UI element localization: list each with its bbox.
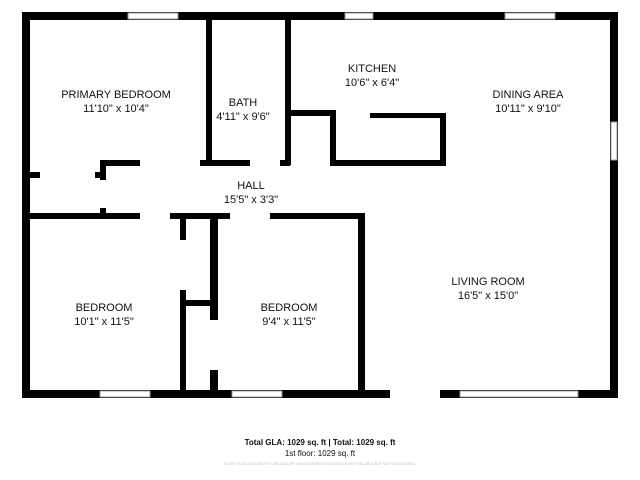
door-openings: [40, 159, 440, 399]
room-hall: HALL 15'5" x 3'3": [224, 179, 278, 207]
room-size: 9'4" x 11'5": [262, 316, 316, 328]
walls: [22, 12, 618, 398]
disclaimer: FLOOR PLAN CREATED BY CUBICASA APP. MEAS…: [223, 462, 417, 466]
room-living-room: LIVING ROOM 16'5" x 15'0": [451, 275, 524, 303]
room-size: 10'6" x 6'4": [344, 77, 400, 89]
room-bath: BATH 4'11" x 9'6": [216, 96, 269, 124]
room-name: BEDROOM: [75, 302, 133, 314]
room-size: 10'1" x 11'5": [74, 316, 134, 328]
room-size: 10'11" x 9'10": [495, 103, 561, 115]
room-dining-area: DINING AREA 10'11" x 9'10": [493, 88, 564, 116]
total-area: Total GLA: 1029 sq. ft | Total: 1029 sq.…: [244, 438, 396, 447]
room-size: 16'5" x 15'0": [457, 290, 519, 302]
room-kitchen: KITCHEN 10'6" x 6'4": [345, 62, 399, 90]
room-name: DINING AREA: [492, 89, 564, 101]
room-primary-bedroom: PRIMARY BEDROOM 11'10" x 10'4": [61, 88, 171, 116]
room-name: HALL: [237, 180, 265, 192]
room-name: KITCHEN: [347, 63, 397, 75]
room-name: PRIMARY BEDROOM: [61, 89, 171, 101]
windows: [99, 12, 618, 398]
room-size: 11'10" x 10'4": [83, 103, 149, 115]
room-bedroom-2: BEDROOM 9'4" x 11'5": [261, 301, 318, 329]
room-name: LIVING ROOM: [451, 276, 525, 288]
room-bedroom-1: BEDROOM 10'1" x 11'5": [74, 301, 134, 329]
room-name: BEDROOM: [260, 302, 318, 314]
floor-area: 1st floor: 1029 sq. ft: [284, 449, 356, 458]
room-size: 15'5" x 3'3": [223, 194, 279, 206]
room-size: 4'11" x 9'6": [216, 111, 270, 123]
room-name: BATH: [228, 97, 258, 109]
